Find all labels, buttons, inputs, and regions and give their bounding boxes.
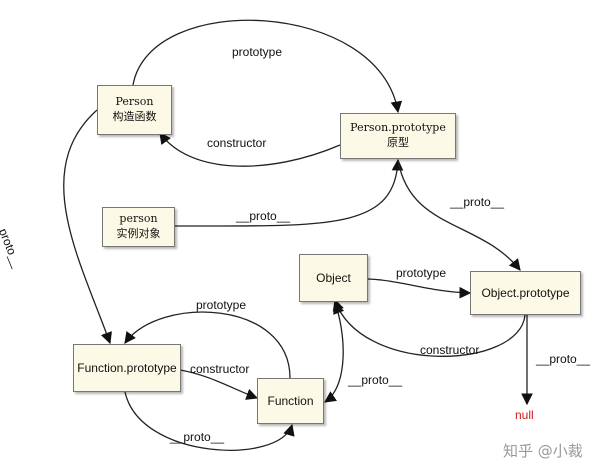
label-prototype-function: prototype [196,298,247,312]
edge-prototype-constructor [159,132,341,167]
person-constructor-node: Person 构造函数 [97,85,172,135]
label-proto-function: __proto__ [348,373,403,387]
watermark: 知乎 @小裁 [503,442,583,460]
node-title: Person [115,95,154,109]
edge-object-prototype [367,278,472,299]
label-constructor-top: constructor [207,136,267,150]
node-title: Person.prototype [350,121,446,135]
node-title: Object [316,270,351,285]
function-prototype-node: Function.prototype [73,344,181,392]
node-title: person [119,212,158,226]
label-constructor-object: constructor [420,343,480,357]
edge-fp-constructor [179,369,259,400]
label-prototype-object: prototype [396,266,447,280]
edge-instance-proto [174,158,404,227]
edge-person-proto [63,109,112,345]
edge-pp-proto [397,159,521,271]
label-proto-bottom: __proto__ [170,430,225,444]
function-node: Function [257,378,324,424]
label-prototype-top: prototype [232,45,283,59]
edge-function-prototype [124,311,291,379]
node-title: Object.prototype [481,285,570,300]
person-instance-node: person 实例对象 [102,207,175,247]
object-node: Object [299,254,368,302]
label-null: null [515,408,534,422]
edge-fp-proto [124,391,295,451]
person-prototype-node: Person.prototype 原型 [340,113,456,159]
edge-person-prototype [132,19,403,114]
node-subtitle: 实例对象 [116,227,161,240]
object-prototype-node: Object.prototype [470,271,581,315]
label-proto-instance: __proto__ [236,209,291,223]
label-proto-pp: __proto__ [450,195,505,209]
edge-op-constructor [332,298,526,357]
label-constructor-function: constructor [190,362,250,376]
node-title: Function [267,393,314,408]
node-subtitle: 构造函数 [112,110,157,123]
label-proto-op: __proto__ [536,352,591,366]
node-subtitle: 原型 [387,136,409,149]
node-title: Function.prototype [77,360,177,375]
edge-function-object-proto [324,301,345,403]
